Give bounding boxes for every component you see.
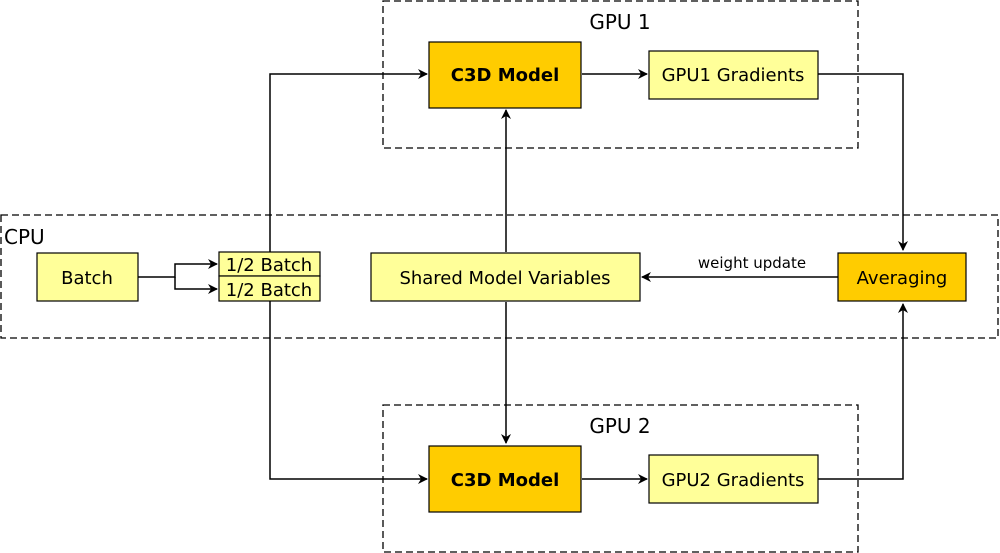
half-batch-2-label: 1/2 Batch (226, 280, 312, 301)
half-batch-1-label: 1/2 Batch (226, 255, 312, 276)
c3d-model-gpu2-label: C3D Model (451, 470, 559, 491)
weight-update-label: weight update (698, 254, 806, 272)
gpu1-group-label: GPU 1 (589, 10, 650, 34)
half-batch-2-node: 1/2 Batch (218, 275, 321, 302)
edge-half-batch-to-gpu1-model (269, 69, 428, 252)
edge-half-batch-to-gpu2-model (269, 301, 428, 484)
edge-batch-to-half-batch-1 (138, 259, 218, 278)
gpu2-gradients-node: GPU2 Gradients (648, 454, 819, 504)
batch-label: Batch (61, 268, 113, 289)
edge-gpu1-gradients-to-averaging (818, 73, 908, 251)
c3d-model-gpu2-node: C3D Model (428, 445, 582, 513)
gpu1-gradients-node: GPU1 Gradients (648, 50, 819, 100)
edge-gpu2-gradients-to-averaging (818, 303, 908, 480)
averaging-label: Averaging (857, 268, 948, 289)
edge-batch-to-half-batch-2 (174, 277, 218, 294)
gpu2-gradients-label: GPU2 Gradients (662, 470, 805, 491)
shared-model-variables-label: Shared Model Variables (399, 268, 610, 289)
half-batch-1-node: 1/2 Batch (218, 251, 321, 277)
gpu1-gradients-label: GPU1 Gradients (662, 65, 805, 86)
c3d-model-gpu1-label: C3D Model (451, 65, 559, 86)
cpu-group-label: CPU (4, 225, 45, 249)
shared-model-variables-node: Shared Model Variables (370, 252, 641, 302)
c3d-model-gpu1-node: C3D Model (428, 41, 582, 109)
cpu-group (0, 214, 999, 339)
batch-node: Batch (36, 252, 139, 302)
gpu2-group-label: GPU 2 (589, 414, 650, 438)
averaging-node: Averaging (837, 252, 967, 302)
